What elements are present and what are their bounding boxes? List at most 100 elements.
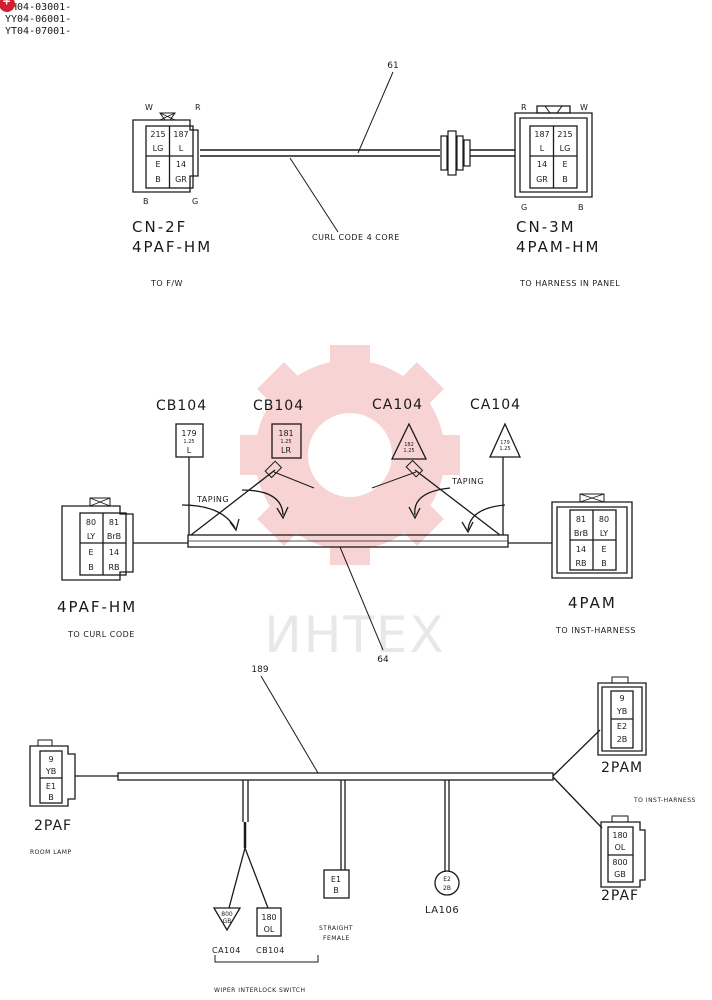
callout-leader <box>357 71 394 154</box>
connector-type: 4PAM <box>568 594 617 612</box>
terminal-label: STRAIGHT <box>319 925 353 932</box>
cell-text: RB <box>575 559 586 568</box>
connector-type: 4PAM-HM <box>516 238 600 256</box>
cell-text: 14 <box>109 548 119 557</box>
connector-type: 2PAM <box>601 760 643 776</box>
cell-text: B <box>48 793 54 802</box>
pin-label: R <box>521 103 527 112</box>
connector-2paf-left <box>29 739 76 807</box>
connector-4pam <box>551 493 633 579</box>
cell-text: B <box>155 175 161 184</box>
terminal-label: CB104 <box>256 946 285 955</box>
pin-label: W <box>145 103 153 112</box>
terminal-label: CB104 <box>156 398 207 414</box>
connector-destination: TO F/W <box>150 279 183 288</box>
pin-label: G <box>192 197 199 206</box>
cell-text: L <box>540 144 545 153</box>
callout-leader <box>339 546 384 651</box>
cell-text: OL <box>615 843 626 852</box>
straight-female-terminal <box>323 869 350 899</box>
callout-leader <box>260 675 319 774</box>
terminal-color: LR <box>281 446 291 455</box>
taping-arrow-icon <box>181 504 236 529</box>
branch-wire <box>190 469 276 536</box>
pin-label: W <box>580 103 588 112</box>
cell-text: B <box>601 559 607 568</box>
connector-destination: TO HARNESS IN PANEL <box>519 279 620 288</box>
terminal-crimp <box>264 460 283 479</box>
terminal-label: CB104 <box>253 398 304 414</box>
branch-wire <box>371 471 417 489</box>
section-1-text: 61 W R B G 215 187 LG L E 14 B GR CN-2F … <box>132 61 620 288</box>
connector-name: CN-2F <box>132 218 187 236</box>
pin-label: G <box>521 203 528 212</box>
taping-label: TAPING <box>196 495 229 504</box>
terminal-number: 182 <box>404 442 414 448</box>
connector-type: 2PAF <box>34 818 72 834</box>
cell-text: GR <box>175 175 187 184</box>
cell-text: 81 <box>109 518 119 527</box>
cell-text: 800 <box>612 858 627 867</box>
taping-arrow-icon <box>414 487 451 516</box>
watermark-text: ИНТЕХ <box>264 606 445 664</box>
pin-label: R <box>195 103 201 112</box>
connector-cn-2f <box>132 112 199 193</box>
cell-text: E <box>601 545 606 554</box>
connector-destination: ROOM LAMP <box>30 849 72 856</box>
header-line-3: YT04-07001- <box>5 26 72 37</box>
terminal-label: CA104 <box>470 397 521 413</box>
cell-text: E2 <box>443 876 451 883</box>
terminal-label: CA104 <box>372 397 423 413</box>
connector-cn-3m <box>514 105 593 198</box>
pin-label: B <box>578 203 584 212</box>
terminal-box <box>256 907 282 937</box>
cell-text: RB <box>108 563 119 572</box>
cell-text: E1 <box>46 782 56 791</box>
callout-label: 189 <box>251 665 268 675</box>
connector-type: 2PAF <box>601 888 639 904</box>
header-line-2: YY04-06001- <box>5 14 72 25</box>
callout-label: 61 <box>387 61 398 71</box>
terminal-number: 179 <box>500 440 510 446</box>
watermark: ИНТЕХ <box>240 345 460 664</box>
terminal-number: 179 <box>181 429 196 438</box>
cell-text: 14 <box>176 160 186 169</box>
section-3 <box>29 675 647 963</box>
cell-text: 215 <box>557 130 572 139</box>
cell-text: YB <box>616 707 627 716</box>
taping-arrow-icon <box>276 506 289 520</box>
connector-destination: TO INST-HARNESS <box>555 626 636 635</box>
terminal-size: 1.25 <box>499 446 510 452</box>
terminal-color: L <box>187 446 192 455</box>
section-1 <box>132 71 593 233</box>
group-bracket <box>214 955 319 963</box>
terminal-triangle <box>390 422 428 460</box>
connector-destination: TO CURL CODE <box>67 630 135 639</box>
grommet <box>440 130 471 176</box>
cell-text: BrB <box>107 532 121 541</box>
cell-text: 81 <box>576 515 586 524</box>
cell-text: E2 <box>617 722 627 731</box>
connector-type: 4PAF-HM <box>132 238 212 256</box>
cell-text: 215 <box>150 130 165 139</box>
section-3-text: 189 9 YB E1 B 2PAF ROOM LAMP 800 GB 180 … <box>30 665 695 994</box>
cell-text: E <box>88 548 93 557</box>
terminal-label: FEMALE <box>323 935 350 942</box>
taping-arrow-icon <box>461 521 474 534</box>
branch-wire <box>273 471 315 489</box>
cell-text: E1 <box>331 875 341 884</box>
terminal-number: 180 <box>261 913 276 922</box>
cell-text: 2B <box>443 885 451 892</box>
cell-text: 187 <box>534 130 549 139</box>
add-icon[interactable] <box>0 0 15 12</box>
cell-text: B <box>333 886 339 895</box>
terminal-color: OL <box>264 925 275 934</box>
taping-arrow-icon <box>229 518 240 532</box>
section-2-text: CB104 CB104 CA104 CA104 179 1.25 L 181 1… <box>57 397 636 665</box>
circle-terminal <box>434 870 460 896</box>
cable-label: CURL CODE 4 CORE <box>312 233 400 242</box>
cell-text: 14 <box>537 160 547 169</box>
connector-4paf-hm <box>61 497 134 581</box>
branch-wire <box>414 469 501 536</box>
